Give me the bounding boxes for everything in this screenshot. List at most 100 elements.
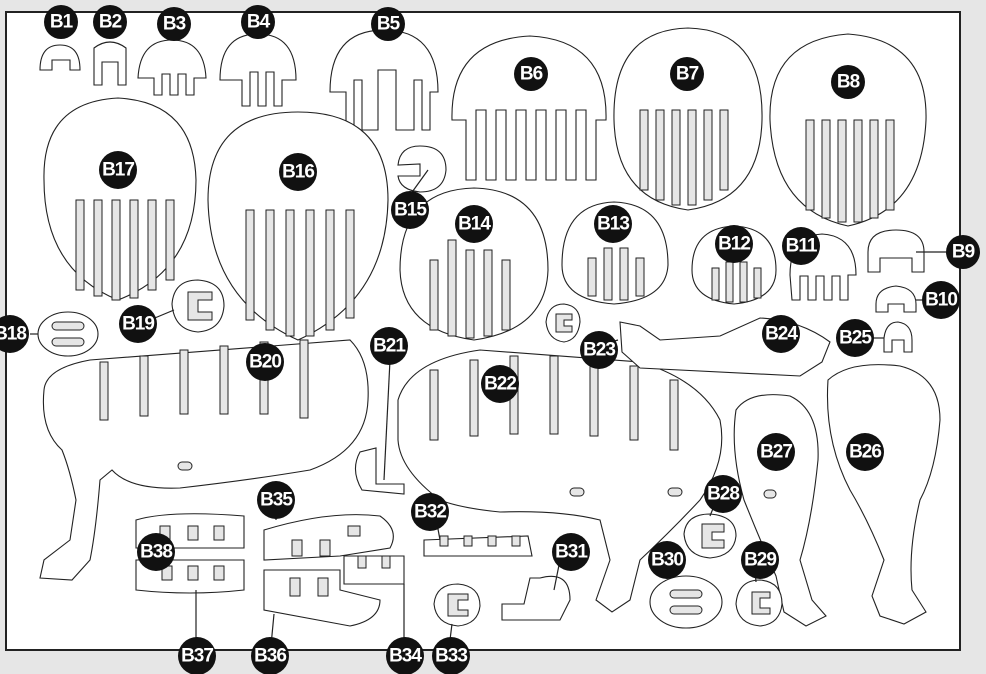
part-b13 — [561, 201, 669, 305]
badge-b18: B18 — [0, 315, 29, 353]
svg-text:B11: B11 — [786, 236, 818, 257]
badge-b32: B32 — [411, 493, 449, 531]
part-b10 — [875, 285, 917, 313]
badge-b22: B22 — [481, 365, 519, 403]
badge-b31: B31 — [552, 533, 590, 571]
part-b30 — [649, 575, 723, 629]
part-b18 — [37, 311, 99, 357]
part-b9 — [867, 229, 925, 273]
badge-b15: B15 — [391, 191, 429, 229]
svg-text:B22: B22 — [484, 374, 516, 395]
badge-b21: B21 — [370, 327, 408, 365]
part-b15 — [397, 145, 447, 193]
badge-b10: B10 — [922, 281, 960, 319]
part-b7 — [613, 27, 763, 211]
badge-b37: B37 — [178, 637, 216, 674]
part-b12 — [691, 225, 777, 305]
svg-text:B34: B34 — [389, 646, 422, 667]
part-b14 — [399, 187, 549, 341]
badge-b26: B26 — [846, 433, 884, 471]
part-b8 — [769, 33, 927, 227]
part-b5 — [329, 29, 439, 131]
svg-text:B27: B27 — [760, 442, 792, 463]
badge-b7: B7 — [670, 57, 704, 91]
part-b21 — [354, 447, 405, 495]
badge-b36: B36 — [251, 637, 289, 674]
svg-text:B29: B29 — [744, 550, 776, 571]
part-b3 — [137, 39, 207, 96]
svg-text:B24: B24 — [765, 324, 798, 345]
badge-b12: B12 — [715, 225, 753, 263]
svg-text:B32: B32 — [414, 502, 446, 523]
part-b29 — [735, 579, 783, 627]
badge-b17: B17 — [99, 151, 137, 189]
svg-text:B15: B15 — [394, 200, 427, 221]
svg-text:B30: B30 — [651, 550, 683, 571]
svg-text:B33: B33 — [435, 646, 467, 667]
badge-b19: B19 — [119, 305, 157, 343]
svg-text:B13: B13 — [597, 214, 629, 235]
badge-b33: B33 — [432, 637, 470, 674]
badge-b38: B38 — [137, 533, 175, 571]
svg-text:B31: B31 — [555, 542, 588, 563]
badge-b23: B23 — [580, 331, 618, 369]
svg-text:B26: B26 — [849, 442, 881, 463]
svg-text:B3: B3 — [163, 14, 186, 35]
badge-b34: B34 — [386, 637, 424, 674]
part-b33 — [433, 583, 481, 627]
badge-b2: B2 — [93, 5, 127, 39]
part-b28 — [683, 513, 737, 559]
svg-text:B2: B2 — [99, 12, 122, 33]
badge-b9: B9 — [946, 235, 980, 269]
badges: B1 B2 B3 B4 B5 B6 B7 B8 B9 B10 B11 B12 B… — [0, 5, 980, 674]
badge-b8: B8 — [831, 65, 865, 99]
badge-b5: B5 — [371, 7, 405, 41]
svg-text:B12: B12 — [718, 234, 750, 255]
part-b36 — [263, 569, 381, 627]
badge-b35: B35 — [257, 481, 295, 519]
svg-text:B9: B9 — [952, 242, 975, 263]
part-b26 — [826, 364, 941, 625]
svg-text:B10: B10 — [925, 290, 957, 311]
badge-b6: B6 — [514, 57, 548, 91]
part-b34 — [343, 555, 405, 585]
svg-text:B7: B7 — [676, 64, 699, 85]
badge-b1: B1 — [44, 5, 78, 39]
badge-b11: B11 — [782, 227, 820, 265]
svg-text:B28: B28 — [707, 484, 739, 505]
badge-b24: B24 — [762, 315, 800, 353]
part-b16 — [207, 111, 389, 341]
part-b25 — [883, 321, 913, 353]
svg-text:B25: B25 — [839, 328, 872, 349]
part-b17 — [43, 97, 197, 301]
svg-text:B19: B19 — [122, 314, 154, 335]
svg-text:B38: B38 — [140, 542, 172, 563]
part-b4 — [219, 33, 297, 107]
part-b1 — [39, 44, 81, 71]
part-b32 — [423, 535, 533, 557]
badge-b30: B30 — [648, 541, 686, 579]
badge-b3: B3 — [157, 7, 191, 41]
part-b19 — [171, 279, 225, 333]
part-b2 — [93, 41, 127, 86]
part-b6 — [451, 35, 607, 181]
badge-b20: B20 — [246, 343, 284, 381]
svg-text:B1: B1 — [50, 12, 74, 33]
part-b31 — [501, 575, 571, 621]
badge-b16: B16 — [279, 153, 317, 191]
svg-text:B8: B8 — [837, 72, 860, 93]
part-b35 — [263, 514, 394, 561]
badge-b29: B29 — [741, 541, 779, 579]
svg-text:B17: B17 — [102, 160, 134, 181]
badge-b4: B4 — [241, 5, 275, 39]
badge-b25: B25 — [836, 319, 874, 357]
badge-b13: B13 — [594, 205, 632, 243]
svg-text:B23: B23 — [583, 340, 615, 361]
svg-text:B21: B21 — [373, 336, 406, 357]
badge-b28: B28 — [704, 475, 742, 513]
badge-b27: B27 — [757, 433, 795, 471]
badge-b14: B14 — [455, 205, 493, 243]
svg-text:B6: B6 — [520, 64, 543, 85]
part-b23 — [545, 303, 581, 343]
